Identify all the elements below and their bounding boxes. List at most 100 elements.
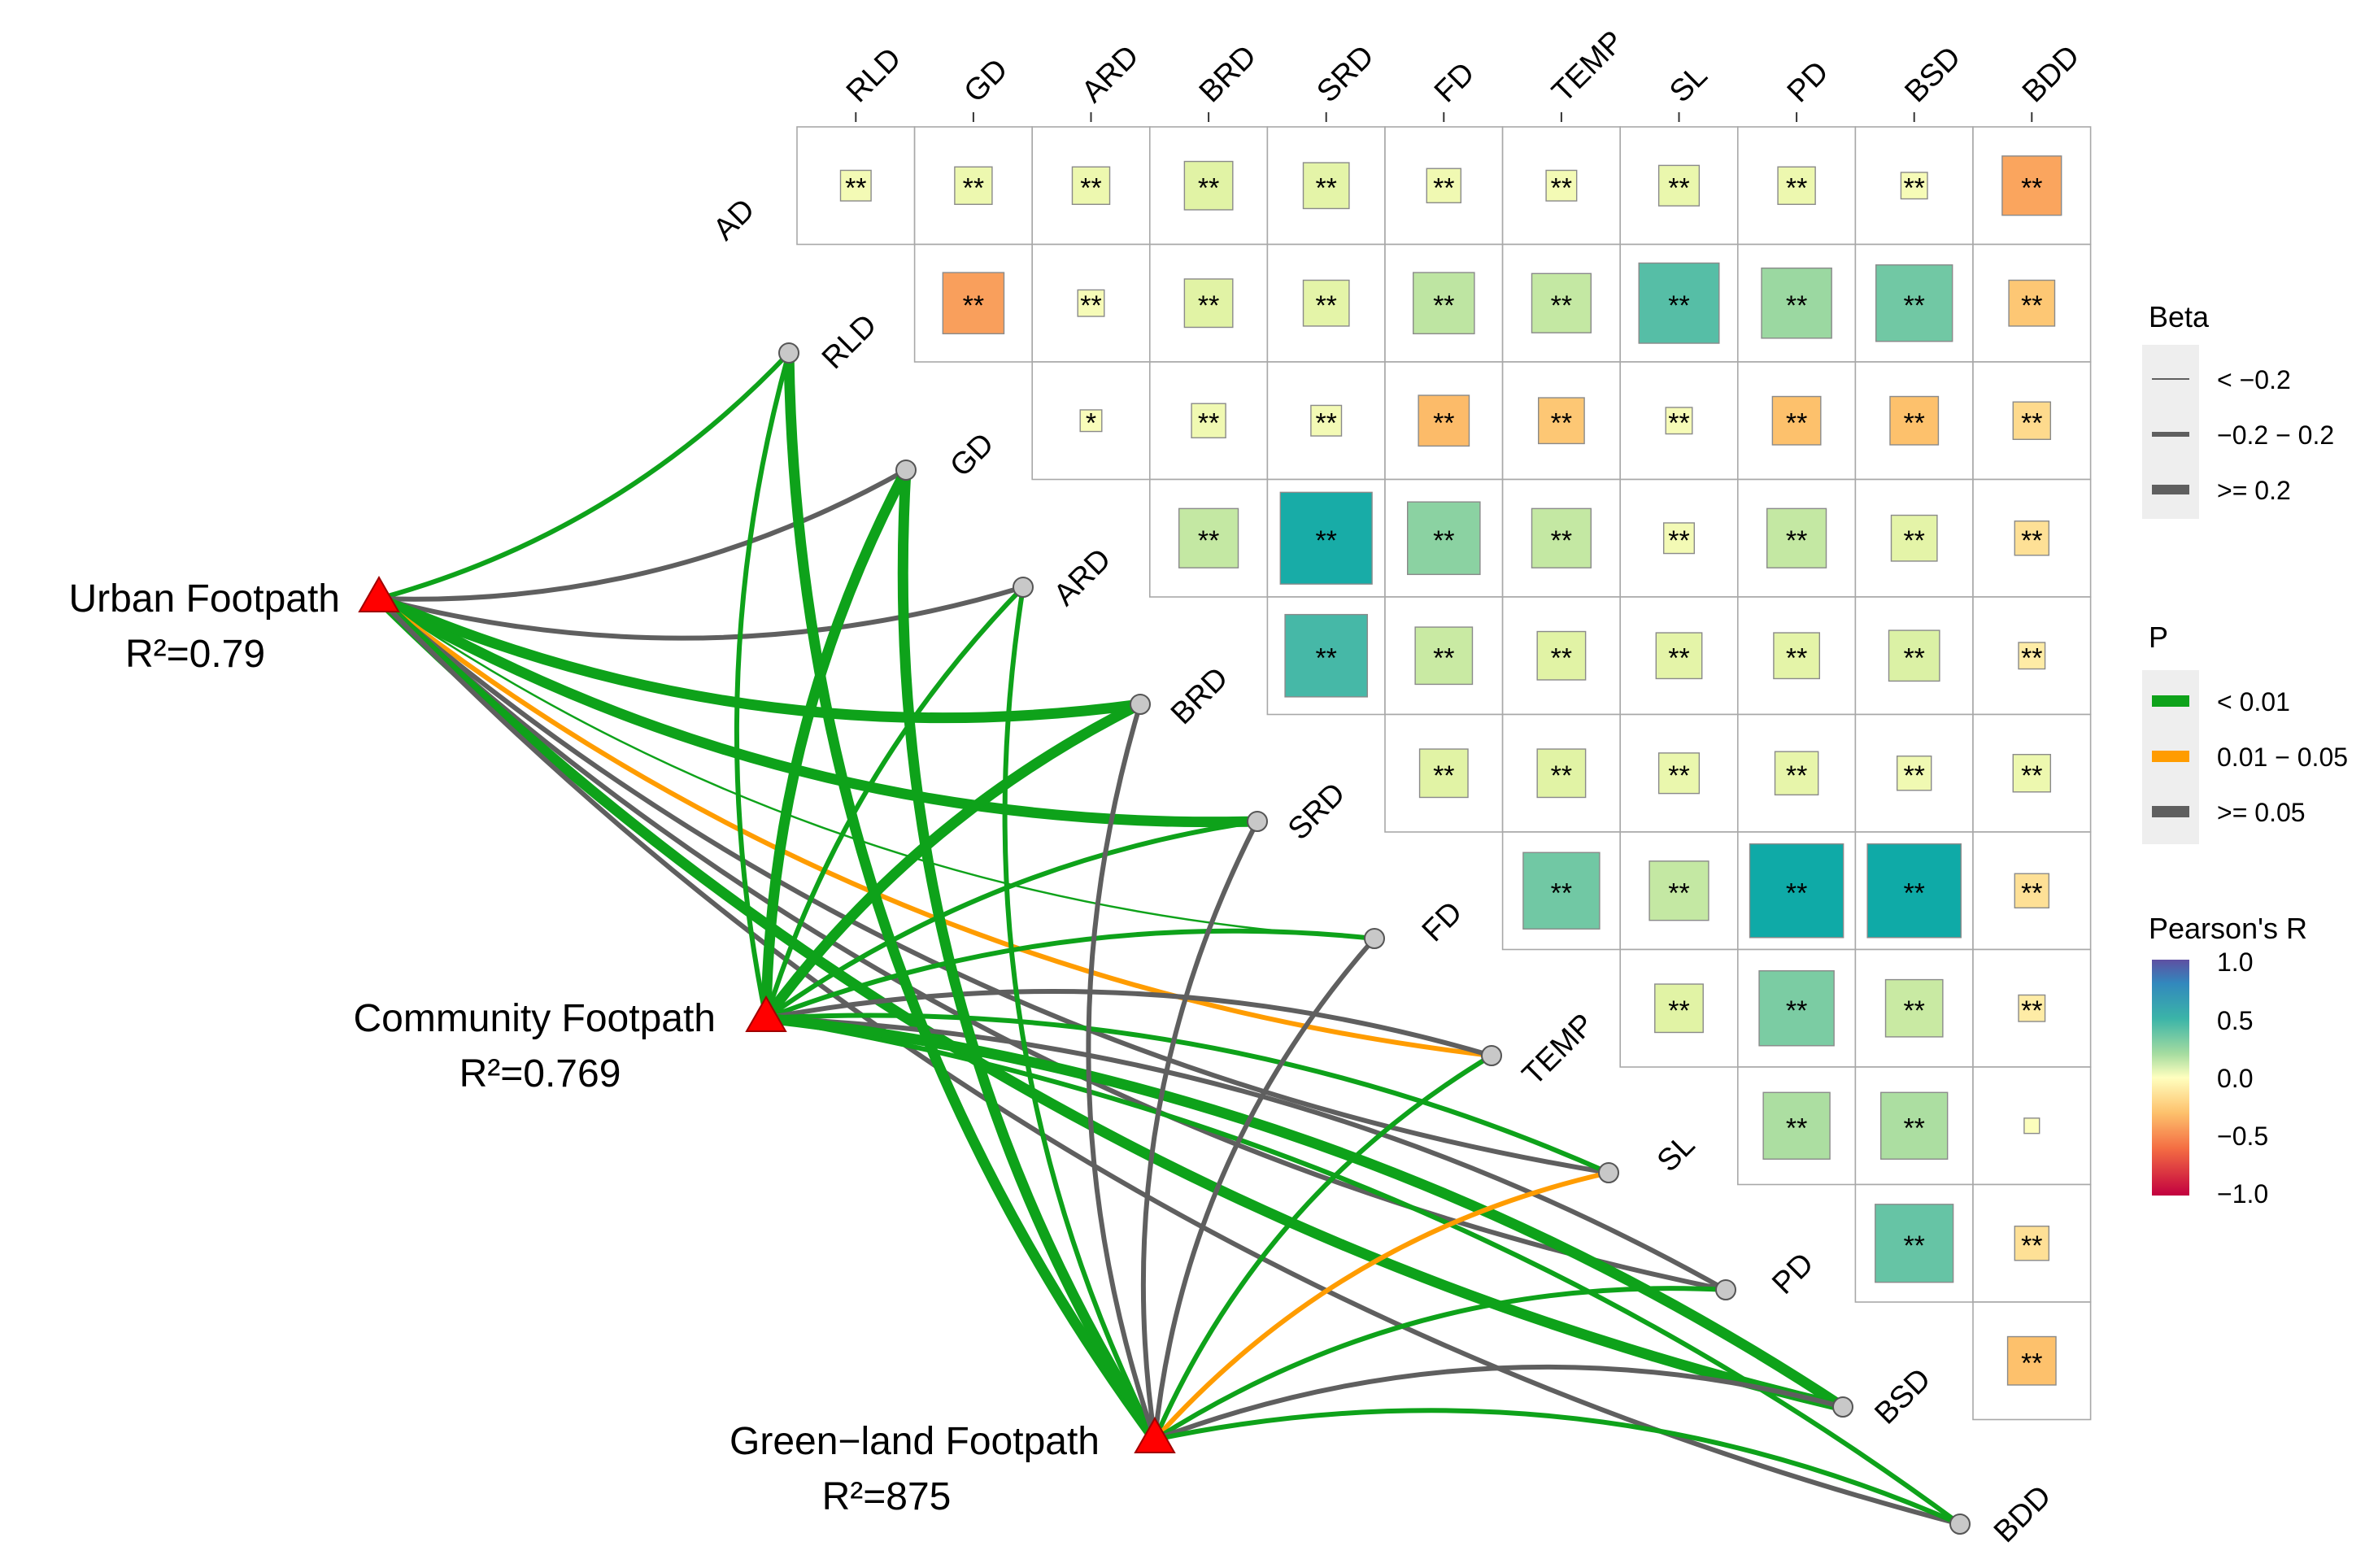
sig-label-brd-temp: ** [1551,642,1572,673]
sig-label-temp-sl: ** [1668,995,1689,1026]
corr-square-gd-ard [1079,409,1103,433]
corr-square-rld-gd [942,272,1005,335]
corr-square-gd-sl [1665,407,1693,435]
sig-label-brd-srd: ** [1315,642,1336,673]
corr-square-gd-bdd [2012,401,2052,440]
corr-square-ad-fd [1426,168,1462,203]
node-sl [1598,1162,1619,1183]
diag-label-bsd: BSD [1868,1362,1937,1431]
node-srd [1247,811,1268,832]
corr-square-fd-bsd [1866,843,1962,939]
sig-label-rld-bsd: ** [1903,290,1924,321]
corr-square-sl-bsd [1880,1091,1949,1160]
sig-label-pd-bdd: ** [2021,1230,2042,1261]
sig-label-srd-fd: ** [1433,760,1454,791]
link-green-land-footpath-temp [1152,1053,1494,1442]
diag-label-gd: GD [943,427,1000,484]
variable-nodes [778,342,1971,1535]
sig-label-rld-brd: ** [1198,290,1219,321]
node-bsd [1832,1396,1853,1418]
corr-square-temp-pd [1758,969,1835,1047]
top-label-sl: SL [1663,59,1714,110]
corr-square-pd-bsd [1875,1204,1954,1283]
corr-square-temp-bsd [1884,978,1944,1038]
sig-label-temp-pd: ** [1786,995,1807,1026]
corr-square-gd-fd [1418,394,1470,447]
link-community-footpath-rld [734,351,791,1021]
sig-label-ard-brd: ** [1198,525,1219,556]
sig-label-ad-ard: ** [1080,172,1101,203]
corr-square-brd-temp [1536,630,1587,681]
corr-square-gd-srd [1310,404,1343,437]
corr-square-ard-temp [1531,507,1592,568]
link-urban-footpath-srd [373,593,1263,828]
corr-square-ard-sl [1662,522,1696,555]
corr-square-srd-fd [1418,748,1469,799]
legend-pearson-tick-1: 1.0 [2217,947,2253,977]
corr-square-bsd-bdd [2006,1335,2057,1386]
corr-square-pd-bdd [2014,1226,2050,1261]
link-community-footpath-ard [764,585,1026,1021]
top-label-bdd: BDD [2016,39,2086,109]
sig-label-srd-pd: ** [1786,760,1807,791]
sig-label-bsd-bdd: ** [2021,1348,2042,1379]
sig-label-gd-sl: ** [1668,407,1689,438]
sig-label-rld-srd: ** [1315,290,1336,321]
target-r2-community-footpath: R²=0.769 [459,1052,621,1095]
target-marker-urban-footpath [358,575,400,612]
sig-label-ard-pd: ** [1786,525,1807,556]
sig-label-ard-fd: ** [1433,525,1454,556]
diag-label-temp: TEMP [1516,1008,1601,1092]
sig-label-brd-pd: ** [1786,642,1807,673]
sig-label-gd-srd: ** [1315,407,1336,438]
target-name-community-footpath: Community Footpath [353,997,716,1040]
sig-label-srd-bdd: ** [2021,760,2042,791]
corr-square-ad-temp [1545,169,1578,202]
node-fd [1364,928,1385,949]
link-green-land-footpath-pd [1152,1286,1728,1442]
diag-label-sl: SL [1651,1128,1702,1179]
corr-square-sl-bdd [2023,1117,2040,1135]
sig-label-rld-pd: ** [1786,290,1807,321]
sig-label-ard-bdd: ** [2021,525,2042,556]
target-marker-green-land-footpath [1134,1416,1176,1453]
corr-square-rld-srd [1302,279,1350,327]
sig-label-fd-pd: ** [1786,878,1807,908]
corr-square-fd-temp [1522,852,1601,930]
sig-label-ad-bsd: ** [1903,172,1924,203]
sig-label-ad-rld: ** [845,172,866,203]
corr-square-ad-gd [954,166,993,205]
sig-label-temp-bsd: ** [1903,995,1924,1026]
diag-label-pd: PD [1766,1247,1820,1301]
sig-label-gd-temp: ** [1551,407,1572,438]
diag-label-ad: AD [707,193,761,247]
link-green-land-footpath-bdd [1152,1408,1962,1527]
corr-square-ard-pd [1766,507,1827,568]
corr-square-sl-pd [1762,1091,1831,1160]
link-community-footpath-bdd [764,1016,1962,1527]
link-green-land-footpath-bsd [1152,1364,1845,1442]
diag-label-srd: SRD [1282,777,1352,847]
link-community-footpath-fd [764,928,1377,1021]
node-ard [1013,577,1034,598]
sig-label-sl-bsd: ** [1903,1113,1924,1143]
sig-label-brd-sl: ** [1668,642,1689,673]
corr-square-srd-pd [1774,751,1819,796]
sig-label-gd-pd: ** [1786,407,1807,438]
corr-square-srd-bsd [1896,756,1932,791]
target-name-green-land-footpath: Green−land Footpath [730,1420,1100,1463]
corr-square-fd-bdd [2014,873,2050,908]
sig-label-temp-bdd: ** [2021,995,2042,1026]
link-urban-footpath-bsd [373,593,1849,1413]
link-community-footpath-brd [760,699,1146,1024]
diag-label-brd: BRD [1165,661,1235,731]
corr-square-temp-sl [1654,983,1704,1034]
corr-square-ad-pd [1777,166,1816,205]
corr-square-brd-sl [1655,632,1703,680]
sig-label-srd-temp: ** [1551,760,1572,791]
corr-square-brd-fd [1414,626,1474,686]
sig-label-ad-fd: ** [1433,172,1454,203]
corr-square-ad-ard [1071,166,1111,205]
legend-p-item-1: < 0.01 [2217,687,2290,716]
